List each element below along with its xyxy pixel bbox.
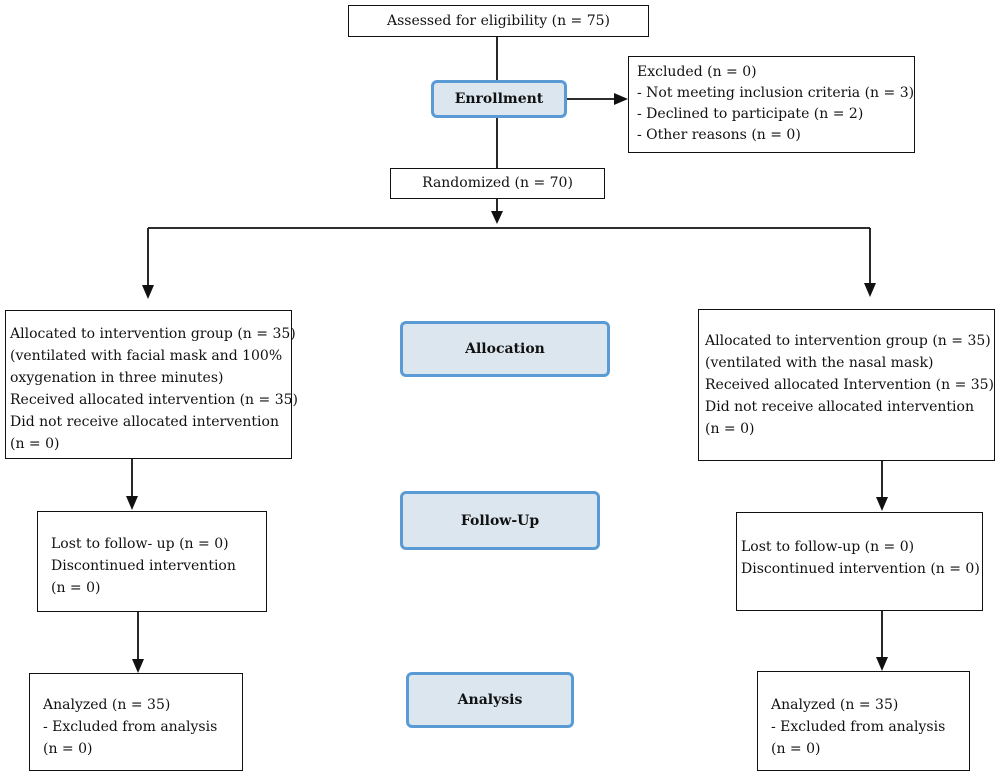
right-analysis-line: Analyzed (n = 35) <box>771 697 899 713</box>
left-allocation-box: Allocated to intervention group (n = 35)… <box>5 310 298 459</box>
arrowhead-excluded <box>614 93 628 105</box>
right-analysis-box: Analyzed (n = 35) - Excluded from analys… <box>757 671 970 771</box>
right-followup-line: Lost to follow-up (n = 0) <box>741 539 915 555</box>
left-followup-line: Discontinued intervention <box>51 558 236 574</box>
right-allocation-line: Allocated to intervention group (n = 35) <box>705 333 991 349</box>
left-allocation-line: Allocated to intervention group (n = 35) <box>10 326 296 342</box>
right-allocation-line: Did not receive allocated intervention <box>705 399 974 415</box>
excluded-item: - Declined to participate (n = 2) <box>637 106 864 122</box>
excluded-box: Excluded (n = 0) - Not meeting inclusion… <box>628 56 915 153</box>
stage-followup: Follow-Up <box>400 491 600 550</box>
arrowhead-right-analysis <box>876 657 888 671</box>
right-followup-line: Discontinued intervention (n = 0) <box>741 561 980 577</box>
left-allocation-line: (n = 0) <box>10 436 60 452</box>
arrowhead-right-allocation <box>864 283 876 297</box>
right-followup-box: Lost to follow-up (n = 0) Discontinued i… <box>736 512 983 611</box>
excluded-item: - Not meeting inclusion criteria (n = 3) <box>637 85 915 101</box>
left-followup-box: Lost to follow- up (n = 0) Discontinued … <box>37 511 267 612</box>
stage-analysis-label: Analysis <box>457 692 523 708</box>
arrowhead-right-followup <box>876 497 888 511</box>
left-analysis-box: Analyzed (n = 35) - Excluded from analys… <box>29 673 243 771</box>
assessed-box: Assessed for eligibility (n = 75) <box>348 5 649 37</box>
stage-followup-label: Follow-Up <box>460 512 540 529</box>
left-allocation-line: (ventilated with facial mask and 100% <box>10 348 283 364</box>
left-analysis-line: - Excluded from analysis <box>43 719 218 735</box>
stage-enrollment: Enrollment <box>431 80 567 118</box>
arrowhead-left-analysis <box>132 659 144 673</box>
right-analysis-line: (n = 0) <box>771 741 821 757</box>
stage-allocation-label: Allocation <box>465 341 545 357</box>
randomized-box: Randomized (n = 70) <box>390 168 605 199</box>
right-allocation-line: (ventilated with the nasal mask) <box>705 355 934 371</box>
left-allocation-line: Received allocated intervention (n = 35) <box>10 392 298 408</box>
excluded-item: - Other reasons (n = 0) <box>637 127 801 143</box>
arrowhead-left-allocation <box>142 285 154 299</box>
right-allocation-box: Allocated to intervention group (n = 35)… <box>698 309 995 461</box>
stage-enrollment-label: Enrollment <box>454 91 544 107</box>
arrowhead-left-followup <box>126 496 138 510</box>
right-analysis-line: - Excluded from analysis <box>771 719 946 735</box>
left-allocation-line: Did not receive allocated intervention <box>10 414 279 430</box>
left-followup-line: Lost to follow- up (n = 0) <box>51 536 229 552</box>
excluded-title: Excluded (n = 0) <box>637 64 757 80</box>
arrowhead-split <box>491 211 503 224</box>
left-analysis-line: (n = 0) <box>43 741 93 757</box>
stage-analysis: Analysis <box>406 672 574 728</box>
left-allocation-line: oxygenation in three minutes) <box>10 370 224 386</box>
left-analysis-line: Analyzed (n = 35) <box>43 697 171 713</box>
assessed-text: Assessed for eligibility (n = 75) <box>386 13 611 29</box>
right-allocation-line: (n = 0) <box>705 421 755 437</box>
stage-allocation: Allocation <box>400 321 610 377</box>
right-allocation-line: Received allocated Intervention (n = 35) <box>705 377 995 393</box>
left-followup-line: (n = 0) <box>51 580 101 596</box>
randomized-text: Randomized (n = 70) <box>422 175 573 191</box>
